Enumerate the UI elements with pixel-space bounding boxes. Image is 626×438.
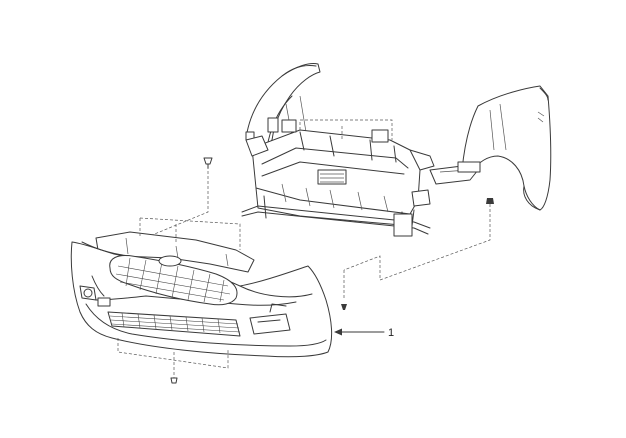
callout-1: 1 [334,327,394,339]
callout-arrow-icon [334,328,342,336]
clip-bottom [170,377,178,384]
callout-label-1: 1 [388,327,394,339]
clip-bumper-right [341,304,347,310]
upper-leader-lines [139,119,491,300]
clip-top-left [203,157,213,169]
front-bumper-cover [70,217,333,378]
clip-right [486,198,494,204]
right-fender [461,85,552,211]
front-end-carrier [241,119,481,237]
